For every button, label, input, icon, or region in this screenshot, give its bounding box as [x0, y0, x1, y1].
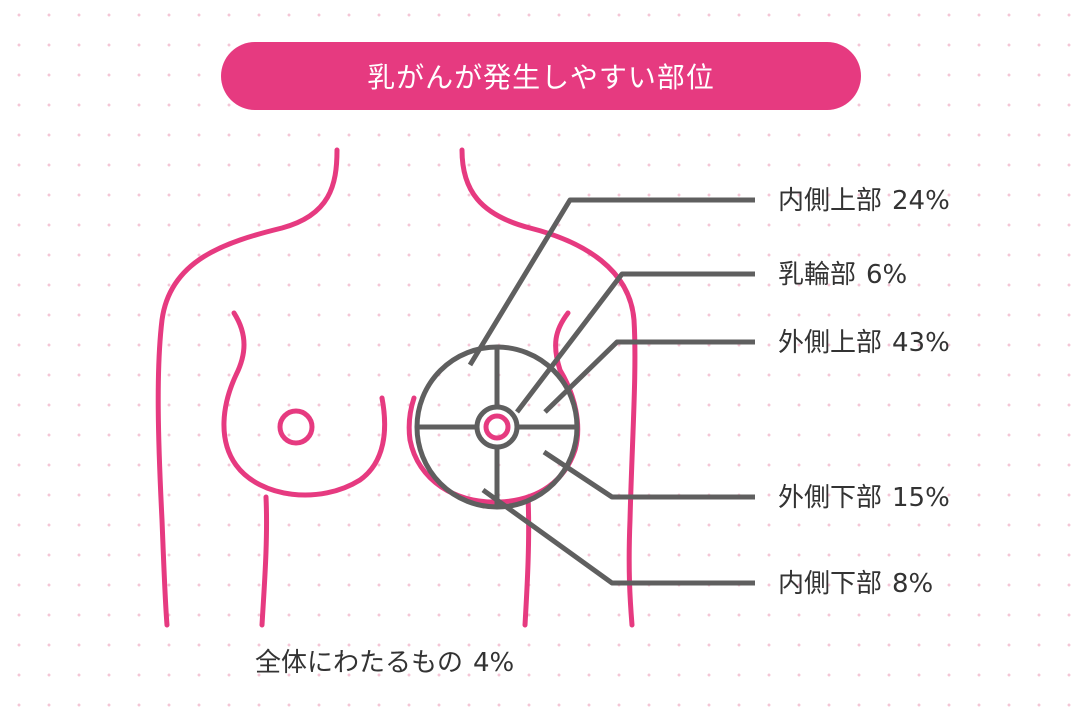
left-body-outline	[155, 147, 340, 628]
left-nipple	[277, 408, 315, 446]
right-nipple	[483, 413, 511, 441]
areola-ring	[474, 404, 520, 450]
region-percent: 43%	[892, 328, 950, 358]
leader-outer-upper	[543, 339, 755, 414]
region-name: 乳輪部	[778, 260, 857, 290]
leader-areola	[515, 271, 755, 414]
right-torso-line	[522, 494, 532, 628]
region-name: 外側下部	[778, 483, 883, 513]
page-title: 乳がんが発生しやすい部位	[367, 61, 715, 94]
left-torso-line	[259, 494, 270, 628]
overall-percent: 4%	[473, 648, 515, 678]
region-name: 内側下部	[778, 569, 883, 599]
right-body-outline	[459, 147, 638, 628]
region-name: 外側上部	[778, 328, 883, 358]
title-banner: 乳がんが発生しやすい部位	[221, 42, 861, 110]
label-outer-upper: 外側上部 43%	[778, 330, 950, 356]
region-percent: 15%	[892, 483, 950, 513]
leader-inner-upper	[467, 197, 755, 367]
region-name: 内側上部	[778, 186, 883, 216]
label-inner-lower: 内側下部 8%	[778, 571, 933, 597]
label-outer-lower: 外側下部 15%	[778, 485, 950, 511]
region-divider	[414, 344, 580, 510]
leader-inner-lower	[481, 487, 755, 586]
region-percent: 24%	[892, 186, 950, 216]
label-overall: 全体にわたるもの 4%	[255, 650, 514, 676]
overall-name: 全体にわたるもの	[255, 648, 464, 678]
region-percent: 6%	[866, 260, 908, 290]
left-breast-outline	[221, 310, 388, 498]
label-areola: 乳輪部 6%	[778, 262, 907, 288]
leader-outer-lower	[542, 449, 755, 500]
region-percent: 8%	[892, 569, 934, 599]
label-inner-upper: 内側上部 24%	[778, 188, 950, 214]
